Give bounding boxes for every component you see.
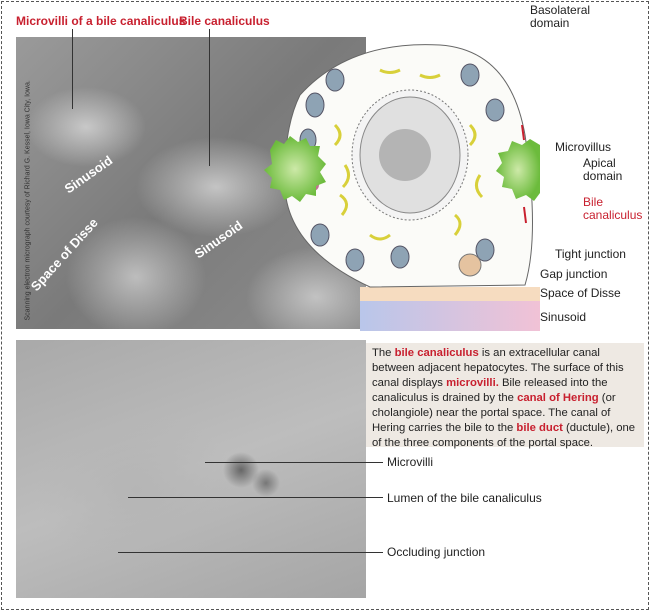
transmission-electron-micrograph	[16, 340, 366, 598]
sinusoid-band	[360, 301, 540, 331]
label-microvilli: Microvilli	[387, 455, 433, 469]
text: (or cholangiole) near the portal space. …	[372, 392, 616, 434]
label-occluding-junction: Occluding junction	[387, 545, 486, 559]
term: canal of Hering	[517, 392, 599, 404]
label-basolateral-domain: Basolateral domain	[530, 3, 591, 30]
label-space-of-disse: Space of Disse	[27, 215, 101, 294]
bile-canaliculus-right	[496, 139, 540, 201]
label-microvillus: Microvillus	[555, 140, 612, 154]
label-sinusoid: Sinusoid	[191, 217, 246, 262]
bile-canaliculus-left	[264, 136, 326, 202]
description-box: The bile canaliculus is an extracellular…	[366, 343, 644, 449]
tight-junction-mark	[521, 124, 525, 141]
text: is an extracellular canal between adjace…	[372, 347, 624, 389]
leader-line	[72, 29, 73, 109]
endoplasmic-reticulum	[333, 68, 484, 241]
leader-line	[128, 497, 383, 498]
leader-line	[205, 462, 383, 463]
label-gap-junction: Gap junction	[540, 267, 608, 281]
text: Bile released into the canaliculus is dr…	[372, 377, 608, 404]
label-sinusoid: Sinusoid	[61, 152, 116, 197]
text: (ductule), one of the three components o…	[372, 422, 636, 449]
label-microvilli-of-bile-canaliculus: Microvilli of a bile canaliculus	[16, 14, 186, 28]
label-apical-domain: Apical domain	[583, 156, 623, 183]
nucleolus	[379, 129, 431, 181]
label-sinusoid-diagram: Sinusoid	[540, 310, 587, 324]
leader-line	[209, 29, 210, 166]
term: bile duct	[516, 422, 563, 434]
photo-credit: Scanning electron micrograph courtesy of…	[24, 80, 32, 321]
text: The	[372, 347, 395, 359]
space-of-disse-band	[360, 287, 540, 301]
mitochondria	[299, 63, 505, 272]
label-lumen: Lumen of the bile canaliculus	[387, 491, 542, 505]
lipid-droplet	[458, 253, 482, 277]
hepatocyte-diagram	[264, 44, 540, 331]
label-bile-canaliculus-diagram: Bile canaliculus	[583, 195, 643, 222]
tight-junction-mark	[523, 206, 527, 224]
term: bile canaliculus	[394, 347, 479, 359]
leader-line	[118, 552, 383, 553]
label-bile-canaliculus: Bile canaliculus	[179, 14, 270, 28]
label-space-of-disse-diagram: Space of Disse	[540, 286, 621, 300]
label-tight-junction: Tight junction	[555, 247, 626, 261]
term: microvilli.	[446, 377, 499, 389]
